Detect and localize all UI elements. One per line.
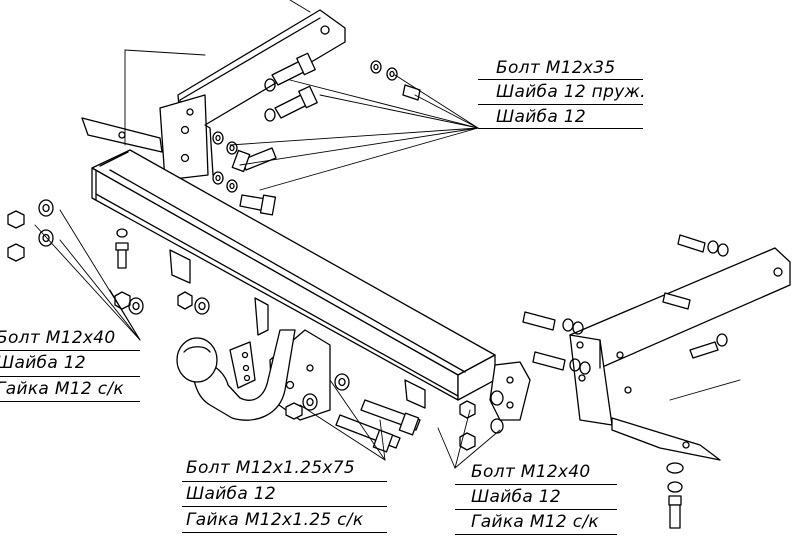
underline xyxy=(182,532,387,533)
underline xyxy=(0,376,140,377)
callout-line: Болт М12х40 xyxy=(0,328,116,348)
callout-line: Гайка М12 с/к xyxy=(0,379,124,399)
underline xyxy=(455,509,617,510)
washers-top xyxy=(212,60,398,193)
tow-ball-mount xyxy=(176,297,331,421)
callout-line: Болт М12х35 xyxy=(496,58,616,78)
callout-line: Шайба 12 xyxy=(496,107,586,127)
right-bracket-bolts xyxy=(522,234,729,375)
underline xyxy=(0,350,140,351)
underline xyxy=(182,506,387,507)
underline xyxy=(182,481,387,482)
left-nuts-washers xyxy=(7,199,210,315)
callout-line: Шайба 12 xyxy=(471,487,561,507)
underline xyxy=(478,128,643,129)
callout-line: Шайба 12 xyxy=(0,353,86,373)
callout-line: Болт М12х1.25х75 xyxy=(186,458,355,478)
bolts-m12x35 xyxy=(231,52,421,216)
callout-line: Болт М12х40 xyxy=(471,462,591,482)
callout-line: Гайка М12 с/к xyxy=(471,512,599,532)
underline xyxy=(0,401,140,402)
callout-line: Гайка М12х1.25 с/к xyxy=(186,510,364,530)
underline xyxy=(455,484,617,485)
nuts-bottom-right xyxy=(459,390,504,451)
right-mounting-bracket xyxy=(569,247,791,461)
vertical-bolt-bottom-right xyxy=(666,462,684,529)
underline xyxy=(478,79,643,80)
cross-beam xyxy=(91,149,496,401)
vertical-bolt-left xyxy=(115,228,129,269)
underline xyxy=(455,534,617,535)
leader-lines xyxy=(34,0,741,469)
callout-line: Шайба 12 xyxy=(186,484,276,504)
left-mounting-bracket xyxy=(81,9,346,181)
beam-mounting-tabs xyxy=(169,249,531,421)
callout-line: Шайба 12 пруж. xyxy=(496,82,646,102)
underline xyxy=(478,104,643,105)
